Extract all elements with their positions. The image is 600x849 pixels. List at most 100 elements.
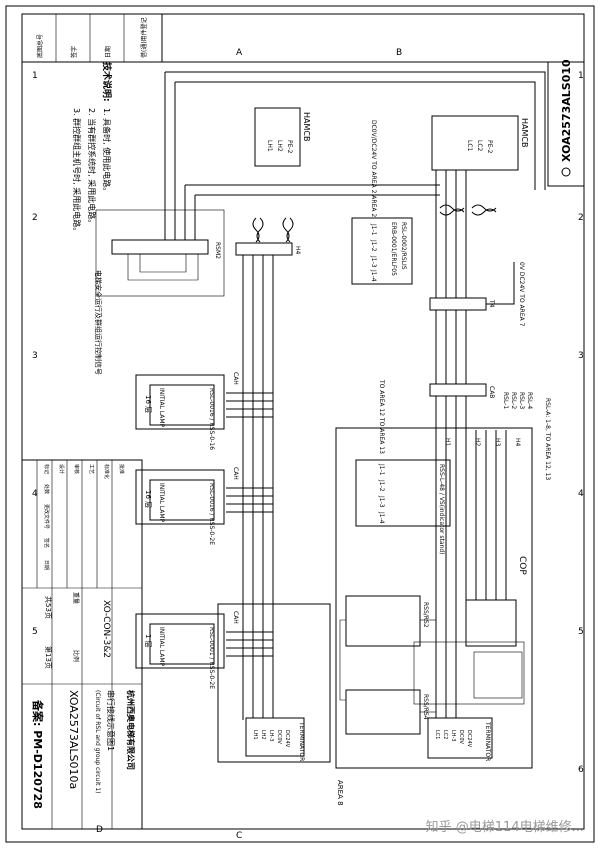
outer-frame xyxy=(5,5,595,843)
floor-box-3-name: RSL-0001 / RSS-0-2E xyxy=(208,627,215,689)
terminator-left: TERMINATOR LH1 LH2 LH-3 DC0V DC24V xyxy=(217,603,331,763)
twisted-pair-left xyxy=(252,217,294,243)
t4-label: T4 xyxy=(488,299,495,308)
h4-connector: H4 xyxy=(235,242,301,256)
hamcb-right-pin-1: LC2 xyxy=(476,140,483,152)
col-mark-b: B xyxy=(396,48,402,58)
floor-box-3-sub: INITIAL LAMP xyxy=(158,627,165,667)
drawing-no-top-box: XOA2573ALS010 xyxy=(547,59,585,187)
rsm2-label: RSM2 xyxy=(214,242,221,259)
drawing-title-en: (Circuit of RSL and group circuit 1) xyxy=(94,690,101,794)
header-item-0: 底图总号 xyxy=(36,34,44,58)
rsl-group-sub: ERB-0001/ERLF05 xyxy=(390,222,397,276)
terminator-left-pin-1: LH2 xyxy=(260,730,266,740)
hamcb-top-name: HAMCB xyxy=(302,112,311,141)
rsl-group-pin-3: J1-4 xyxy=(370,269,377,282)
row-mark-1-right: 1 xyxy=(578,71,584,81)
hamcb-top-pin-1: LH2 xyxy=(276,140,283,152)
cab-note: TO AREA 12 TO AREA 13 xyxy=(378,379,385,454)
header-item-1: 签字 xyxy=(70,46,78,58)
notes-line-2: 2. 当有群控系统时, 采用此电路。 xyxy=(87,108,97,227)
floor-box-1-floor: 16 层 xyxy=(144,395,152,413)
rss-panel-1-label: RSS/RS2 xyxy=(422,602,429,628)
h4-label: H4 xyxy=(294,246,301,255)
terminator-left-pin-2: LH-3 xyxy=(268,730,274,742)
row-mark-1: 1 xyxy=(32,71,38,81)
drawing-number: XOA2573ALS010a xyxy=(67,690,80,789)
terminator-left-pin-4: DC24V xyxy=(284,730,290,748)
terminator-right-pin-2: LH-3 xyxy=(450,730,456,742)
row-mark-4: 4 xyxy=(32,489,38,499)
notes-line-1: 1. 具备时, 使用此电路。 xyxy=(102,108,112,195)
header-item-3: 借(通)用件登记 xyxy=(140,17,148,58)
twisted-pair-right xyxy=(439,204,497,216)
floor-box-1-name: RSL-0016 / RSS-0-16 xyxy=(208,388,215,450)
floor-box-2-sub: INITIAL LAMP xyxy=(158,483,165,523)
approval-label-4: 批准 xyxy=(118,464,125,474)
terminator-left-name: TERMINATOR xyxy=(298,721,305,761)
row-mark-3-right: 3 xyxy=(578,351,584,361)
t4-note: 0V DC24V TO AREA 7 xyxy=(518,262,525,327)
approval-label-0: 设计 xyxy=(58,464,65,474)
rsl-group-pin-2: J1-3 xyxy=(370,255,377,268)
technical-notes: 技术说明: 1. 具备时, 使用此电路。 2. 当有群控系统时, 采用此电路。 … xyxy=(72,62,113,375)
terminator-left-pin-3: DC0V xyxy=(276,730,282,745)
floor-box-2-plug: CAH xyxy=(232,467,239,480)
cop-label: COP xyxy=(517,556,527,575)
cop-region: COP RSS-L-48 / VS(indicator stand) J1-1 … xyxy=(335,427,533,769)
floor-box-2: RSL-0016 / RSS-0-2E INITIAL LAMP 16 层 CA… xyxy=(135,467,239,545)
hamcb-top: HAMCB LH1 LH2 PE-2 xyxy=(254,107,311,167)
floor-box-2-name: RSL-0016 / RSS-0-2E xyxy=(208,483,215,545)
cab-label-3: RSL-1 xyxy=(502,392,509,409)
stamp-label: 备案: PM-D120728 xyxy=(31,699,45,809)
terminator-right-pin-1: LC2 xyxy=(442,730,448,739)
row-mark-2-right: 2 xyxy=(578,213,584,223)
total-sheets: 共53页 xyxy=(44,596,53,619)
header-item-2: 日期 xyxy=(104,46,112,58)
row-mark-5-right: 5 xyxy=(578,627,584,637)
cop-box-pin-0: J1-1 xyxy=(378,463,385,476)
col-mark-c: C xyxy=(236,831,242,841)
hamcb-right: HAMCB LC1 LC2 PE-2 xyxy=(431,115,529,171)
terminator-right-pin-0: LC1 xyxy=(434,730,440,739)
row-mark-5: 5 xyxy=(32,627,38,637)
approval-label-3: 标准化 xyxy=(103,464,110,479)
company-name: 杭州西奥电梯有限公司 xyxy=(126,690,136,770)
rev-label-3: 签名 xyxy=(43,538,50,548)
rsl-group-box: RSL-0002/RSLIS ERB-0001/ERLF05 J1-1 J1-2… xyxy=(351,217,413,285)
terminator-left-pin-0: LH1 xyxy=(252,730,258,740)
top-bus-note: RSL-A: 1-8, TO AREA 12, 13 xyxy=(544,398,551,480)
cop-box-pin-1: J1-2 xyxy=(378,479,385,492)
row-mark-3: 3 xyxy=(32,351,38,361)
hamcb-right-pin-0: LC1 xyxy=(466,140,473,152)
cop-box-pin-2: J1-3 xyxy=(378,495,385,508)
floor-box-1: RSL-0016 / RSS-0-16 INITIAL LAMP 16 层 CA… xyxy=(135,372,239,450)
floor-box-1-plug: CAH xyxy=(232,372,239,385)
header-strip: 底图总号 签字 日期 借(通)用件登记 xyxy=(21,13,163,63)
rss-panel-2-label: RSS/RS4 xyxy=(422,694,429,720)
cab-label: CAB xyxy=(488,386,495,398)
floor-box-1-sub: INITIAL LAMP xyxy=(158,388,165,428)
floor-box-3-plug: CAH xyxy=(232,611,239,624)
model-label: XO-CON-3&2 xyxy=(101,600,111,658)
watermark: 知乎 @电梯114电梯维修... xyxy=(425,820,584,835)
col-mark-d: D xyxy=(96,825,103,835)
plug-h3: H3 xyxy=(494,438,501,447)
row-mark-6: 6 xyxy=(578,765,584,775)
column-marks: A B C D xyxy=(96,48,402,841)
row-marks: 1 2 3 4 5 6 1 2 3 4 5 xyxy=(32,71,584,775)
area-note-right: DC0V/DC24V TO AREA 2 AREA 2 xyxy=(370,120,377,217)
hamcb-top-pin-0: LH1 xyxy=(266,140,273,152)
cab-label-1: RSL-3 xyxy=(518,392,525,409)
plug-h1: H1 xyxy=(444,438,451,447)
rsm2-connector: RSM2 xyxy=(95,209,225,297)
rev-label-4: 日期 xyxy=(43,560,49,570)
notes-heading: 技术说明: xyxy=(101,62,113,102)
drawing-no-top: XOA2573ALS010 xyxy=(560,59,573,162)
rev-label-1: 处数 xyxy=(43,484,50,494)
row-mark-4-right: 4 xyxy=(578,489,584,499)
rev-label-0: 标记 xyxy=(43,464,50,474)
approval-label-1: 审核 xyxy=(73,464,80,474)
sheet-no: 第13页 xyxy=(44,646,53,669)
